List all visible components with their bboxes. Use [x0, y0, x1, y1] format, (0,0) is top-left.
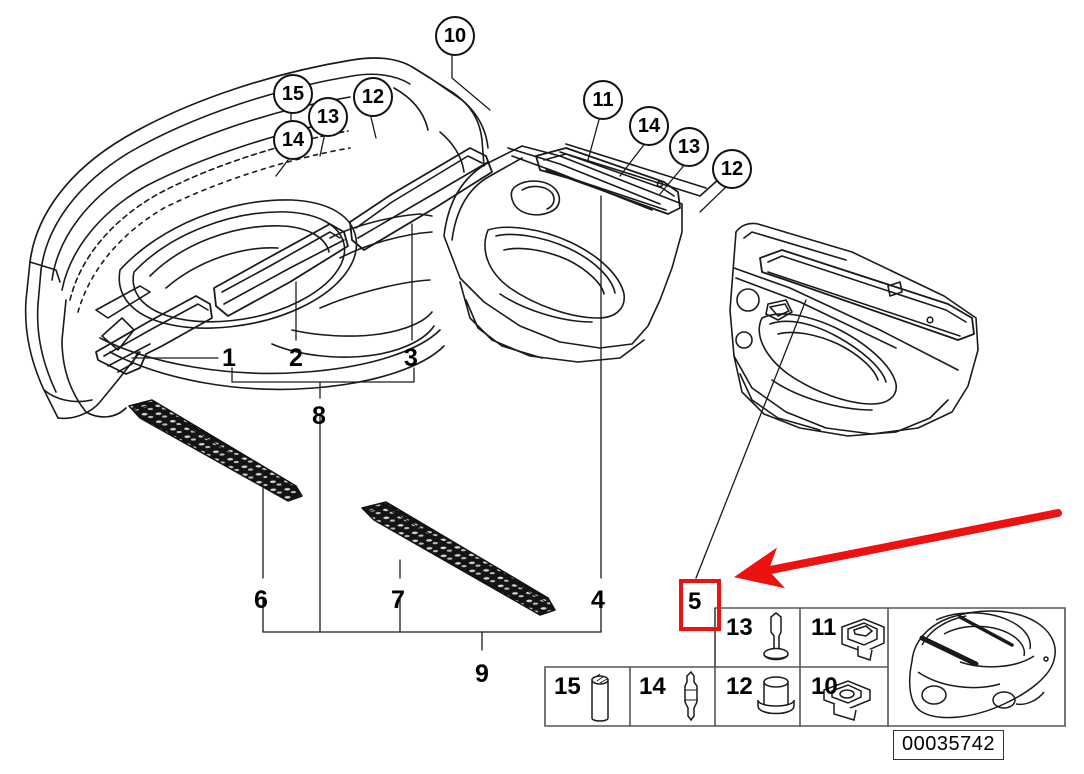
cylinder-plug-icon: [591, 673, 609, 722]
callout-bubble-14-left[interactable]: 14: [273, 120, 313, 160]
legend-cell-label-10[interactable]: 10: [811, 673, 838, 700]
trim-strip-7: [361, 501, 556, 616]
pin-slim-icon: [684, 670, 698, 722]
callout-bubble-12-left[interactable]: 12: [353, 77, 393, 117]
callout-bubble-14-right[interactable]: 14: [629, 106, 669, 146]
rear-door-panel: [729, 222, 979, 437]
callout-bubble-label: 15: [281, 82, 305, 105]
rivet-pointed-icon: [763, 612, 789, 661]
trim-strip-6: [128, 399, 303, 502]
callout-bubble-13-right[interactable]: 13: [669, 127, 709, 167]
legend-fastener-icons: [591, 612, 885, 722]
callout-bubble-10[interactable]: 10: [435, 16, 475, 56]
legend-cell-label-14[interactable]: 14: [639, 673, 666, 700]
leader-label-8[interactable]: 8: [312, 402, 326, 430]
callout-bubble-label: 13: [316, 105, 340, 128]
part-number-plate: 00035742: [893, 730, 1004, 760]
square-clip-raised-icon: [841, 618, 885, 661]
leader-label-9[interactable]: 9: [475, 660, 489, 688]
callout-bubble-15[interactable]: 15: [273, 74, 313, 114]
grommet-barrel-icon: [757, 676, 795, 715]
legend-cell-label-12[interactable]: 12: [726, 673, 753, 700]
callout-bubble-label: 10: [443, 24, 467, 47]
callout-bubble-label: 11: [592, 88, 614, 111]
front-door-panel: [443, 143, 721, 363]
leader-label-4[interactable]: 4: [591, 586, 605, 614]
red-highlight-arrow: [734, 509, 1062, 589]
leader-label-5[interactable]: 5: [688, 588, 702, 615]
callout-bubble-label: 14: [637, 114, 661, 137]
dashboard-assembly: [24, 57, 493, 420]
callout-bubble-label: 14: [281, 128, 305, 151]
leader-label-3[interactable]: 3: [404, 344, 418, 372]
leader-label-6[interactable]: 6: [254, 586, 268, 614]
legend-cell-label-13[interactable]: 13: [726, 614, 753, 641]
callout-bubble-13-left[interactable]: 13: [308, 97, 348, 137]
leader-label-7[interactable]: 7: [391, 586, 405, 614]
callout-bubble-label: 12: [720, 157, 744, 180]
callout-bubble-11[interactable]: 11: [583, 80, 623, 120]
square-clip-flat-icon: [823, 680, 871, 721]
sedan-3quarter-icon: [908, 610, 1056, 719]
leader-label-1[interactable]: 1: [222, 344, 236, 372]
leader-label-2[interactable]: 2: [289, 344, 303, 372]
legend-cell-label-11[interactable]: 11: [811, 614, 837, 641]
callout-bubble-12-right[interactable]: 12: [712, 149, 752, 189]
callout-bubble-label: 13: [677, 135, 701, 158]
callout-bubble-label: 12: [361, 85, 385, 108]
legend-cell-label-15[interactable]: 15: [554, 673, 581, 700]
highlight-box-5[interactable]: [679, 579, 721, 631]
